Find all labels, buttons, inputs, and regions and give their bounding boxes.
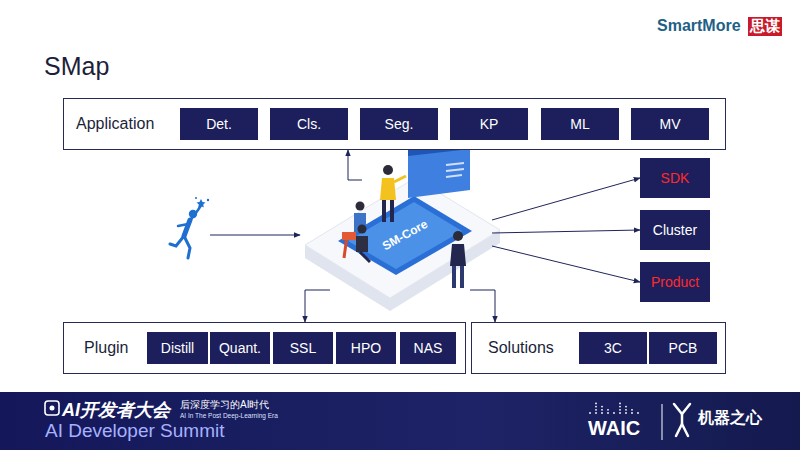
module-box: Cls. <box>270 108 348 140</box>
box-label: ML <box>570 116 589 132</box>
waic-dot <box>631 412 633 414</box>
waic-dot <box>601 412 603 414</box>
flow-arrow <box>305 290 330 322</box>
box-label: MV <box>660 116 681 132</box>
group-label: Application <box>76 115 154 133</box>
waic-dot <box>589 412 591 414</box>
plugin-group: Plugin Distill Quant. SSL HPO NAS <box>63 322 466 374</box>
plugin-box: HPO <box>336 332 396 364</box>
box-label: Cls. <box>297 116 321 132</box>
logo-text: SmartMore <box>657 17 741 35</box>
waic-dot <box>595 406 597 408</box>
banner-band <box>0 392 800 450</box>
module-box: MV <box>631 108 709 140</box>
box-label: HPO <box>351 340 381 356</box>
summit-name-en: AI Developer Summit <box>45 420 225 442</box>
summit-subtitle: 后深度学习的AI时代 <box>180 398 269 412</box>
module-box: Det. <box>180 108 258 140</box>
input-arrow <box>210 235 300 236</box>
seated-person <box>342 202 370 263</box>
flow-arrow <box>470 290 495 322</box>
waic-dot <box>625 406 627 408</box>
box-label: Quant. <box>219 340 261 356</box>
synced-logo <box>674 404 690 436</box>
summit-name: AI开发者大会 <box>62 398 170 422</box>
box-label: KP <box>480 116 499 132</box>
core-platform-node: SM-Core <box>300 180 500 290</box>
plugin-box: Quant. <box>210 332 270 364</box>
person-icon <box>170 197 209 258</box>
standing-person <box>380 165 406 222</box>
core-platform <box>305 178 500 311</box>
waic-dot <box>625 409 627 411</box>
flow-arrow <box>492 178 640 220</box>
waic-dot <box>595 403 597 405</box>
flow-arrow <box>348 150 362 180</box>
waic-dot <box>631 409 633 411</box>
box-label: Seg. <box>385 116 414 132</box>
media-logo: 机器之心 <box>698 408 762 429</box>
module-box: ML <box>541 108 619 140</box>
plugin-box: SSL <box>273 332 333 364</box>
waic-dot <box>601 406 603 408</box>
box-label: Cluster <box>653 222 697 238</box>
waic-dot <box>601 409 603 411</box>
waic-dot <box>637 412 639 414</box>
box-label: NAS <box>414 340 443 356</box>
waic-dots <box>589 403 639 414</box>
waic-dot <box>625 412 627 414</box>
solutions-group: Solutions 3C PCB <box>471 322 726 374</box>
flow-arrow <box>492 230 640 233</box>
presenter-person <box>450 231 466 288</box>
module-box: KP <box>450 108 528 140</box>
waic-dot <box>595 412 597 414</box>
output-box: SDK <box>640 158 710 198</box>
group-label: Plugin <box>84 339 128 357</box>
output-box: Product <box>640 262 710 302</box>
plugin-box: Distill <box>147 332 208 364</box>
application-group: Application Det. Cls. Seg. KP ML MV <box>63 98 726 150</box>
box-label: Det. <box>206 116 232 132</box>
waic-dot <box>619 403 621 405</box>
waic-dot <box>619 412 621 414</box>
logo-mark: 思谋 <box>748 17 782 36</box>
box-label: PCB <box>669 340 698 356</box>
waic-dot <box>619 406 621 408</box>
box-label: SSL <box>290 340 316 356</box>
box-label: 3C <box>604 340 622 356</box>
waic-dot <box>607 412 609 414</box>
summit-icon <box>45 401 59 415</box>
waic-dot <box>595 409 597 411</box>
module-box: Seg. <box>360 108 438 140</box>
slide-title: SMap <box>44 52 109 81</box>
divider <box>662 404 663 440</box>
waic-logo: WAIC <box>588 417 640 440</box>
solution-box: 3C <box>579 332 647 364</box>
solution-box: PCB <box>649 332 717 364</box>
output-box: Cluster <box>640 210 710 250</box>
summit-subtitle-en: AI In The Post Deep-Learning Era <box>180 412 278 419</box>
box-label: Product <box>651 274 699 290</box>
waic-dot <box>607 409 609 411</box>
waic-dot <box>613 412 615 414</box>
waic-dot <box>619 409 621 411</box>
flow-arrow <box>492 246 640 282</box>
core-label: SM-Core <box>380 217 430 253</box>
box-label: SDK <box>661 170 690 186</box>
plugin-box: NAS <box>400 332 456 364</box>
group-label: Solutions <box>488 339 554 357</box>
box-label: Distill <box>161 340 194 356</box>
